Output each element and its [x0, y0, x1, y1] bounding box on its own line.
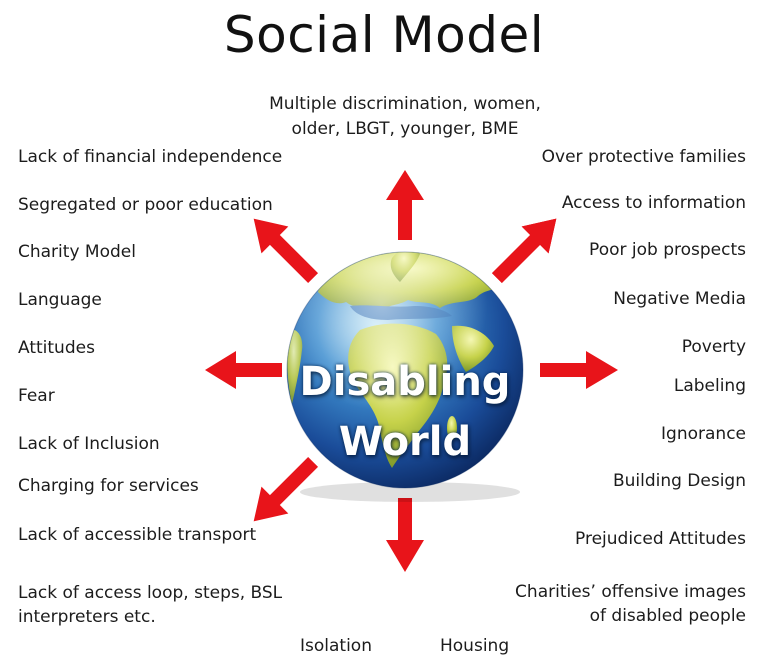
center-label-line2: World: [338, 419, 472, 465]
arrow-right: [540, 351, 618, 389]
arrow-down-left: [253, 456, 319, 522]
left-item: Lack of Inclusion: [18, 434, 160, 454]
left-item: Lack of financial independence: [18, 147, 283, 167]
right-bottom-line1: Charities’ offensive images: [515, 582, 746, 602]
right-item: Poverty: [681, 337, 746, 357]
right-item: Building Design: [612, 471, 746, 491]
arrow-up-right: [253, 218, 319, 284]
right-item: Poor job prospects: [589, 240, 746, 260]
top-label-line1: Multiple discrimination, women,: [269, 94, 541, 114]
left-item: Segregated or poor education: [18, 195, 273, 215]
arrow-up-left: [491, 218, 557, 284]
bottom-item-housing: Housing: [440, 636, 510, 656]
bottom-item-isolation: Isolation: [300, 636, 372, 656]
right-item: Ignorance: [661, 424, 746, 444]
arrow-down: [386, 498, 424, 572]
right-item: Labeling: [673, 376, 746, 396]
left-item: Attitudes: [18, 338, 95, 358]
top-label-line2: older, LBGT, younger, BME: [291, 119, 519, 139]
left-bottom-line2: interpreters etc.: [18, 607, 156, 627]
right-item: Negative Media: [613, 289, 746, 309]
left-item: Charging for services: [18, 476, 199, 496]
globe-icon: [286, 251, 524, 502]
right-bottom-item: Charities’ offensive images of disabled …: [515, 580, 746, 628]
left-item: Language: [18, 290, 102, 310]
right-item: Access to information: [561, 193, 746, 213]
right-item: Over protective families: [541, 147, 746, 167]
left-bottom-item: Lack of access loop, steps, BSL interpre…: [18, 581, 282, 629]
left-bottom-line1: Lack of access loop, steps, BSL: [18, 583, 283, 603]
top-label: Multiple discrimination, women, older, L…: [205, 92, 605, 142]
left-item: Lack of accessible transport: [18, 525, 257, 545]
right-item: Prejudiced Attitudes: [575, 529, 746, 549]
left-item: Fear: [18, 386, 55, 406]
arrow-up: [386, 170, 424, 240]
left-item: Charity Model: [18, 242, 136, 262]
center-label-line1: Disabling: [299, 359, 511, 405]
right-bottom-line2: of disabled people: [589, 606, 746, 626]
arrow-left: [205, 351, 282, 389]
arrows: [205, 170, 618, 572]
page-title: Social Model: [223, 6, 545, 64]
